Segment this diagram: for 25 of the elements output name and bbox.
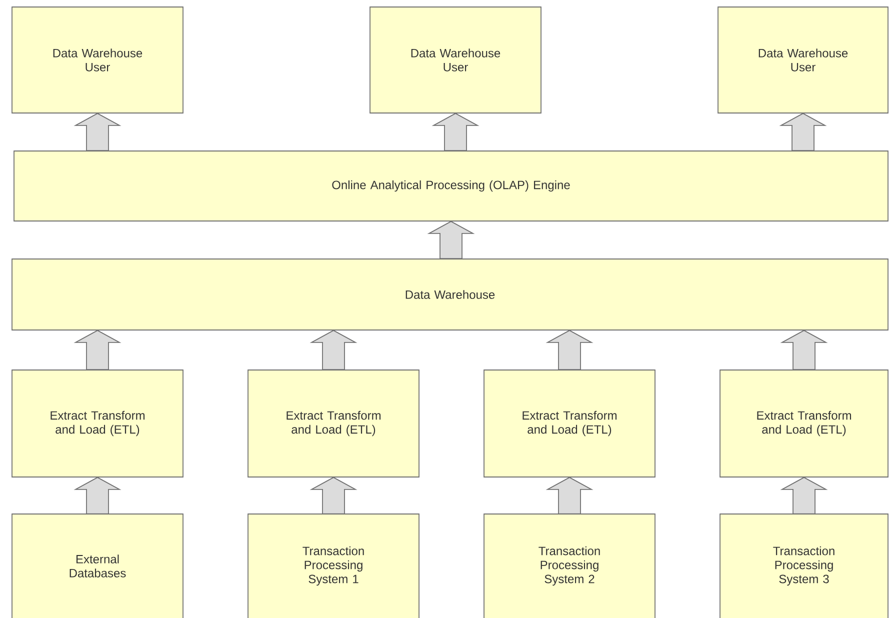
block-arrow: [74, 330, 122, 370]
block-arrow: [74, 112, 122, 151]
block-arrow: [780, 330, 828, 370]
process-box: Data Warehouse User: [718, 6, 888, 114]
block-arrow: [74, 476, 122, 514]
process-box: Extract Transform and Load (ETL): [720, 370, 888, 478]
process-box: Extract Transform and Load (ETL): [248, 370, 420, 478]
block-arrow: [780, 476, 828, 514]
process-box: Extract Transform and Load (ETL): [484, 370, 656, 478]
block-arrow: [779, 112, 827, 151]
block-arrow: [427, 220, 475, 259]
process-box: Transaction Processing System 2: [484, 514, 656, 618]
block-arrow: [546, 330, 594, 370]
process-box: Data Warehouse User: [370, 6, 542, 114]
block-arrow: [310, 330, 358, 370]
block-arrow: [310, 476, 358, 514]
process-box: Data Warehouse User: [12, 6, 184, 114]
process-box: External Databases: [12, 514, 184, 618]
process-box: Data Warehouse: [12, 258, 888, 330]
process-box: Online Analytical Processing (OLAP) Engine: [14, 150, 888, 222]
block-arrow: [432, 112, 480, 151]
process-box: Transaction Processing System 1: [248, 514, 420, 618]
process-box: Extract Transform and Load (ETL): [12, 370, 184, 478]
process-box: Transaction Processing System 3: [720, 514, 888, 618]
block-arrow: [546, 476, 594, 514]
